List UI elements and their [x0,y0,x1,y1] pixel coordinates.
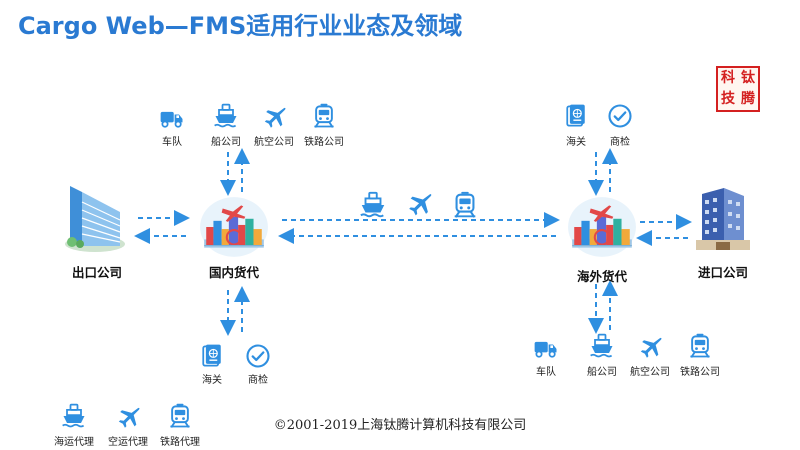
truck-icon [532,334,560,362]
check-icon [244,342,272,370]
ship-icon [588,332,616,360]
train-icon [450,190,480,220]
truck-icon [158,104,186,132]
plane-icon [636,334,664,362]
train-icon [686,332,714,360]
agent-label: 空运代理 [108,437,148,448]
seal-char: 科 [721,70,735,86]
service-label: 商检 [248,375,268,386]
service-label: 船公司 [211,137,241,148]
service-label: 商检 [610,137,630,148]
service-label: 铁路公司 [304,137,344,148]
service-label: 海关 [202,375,222,386]
service-label: 铁路公司 [680,367,720,378]
seal-char: 腾 [741,91,755,107]
passport-icon [562,102,590,130]
copyright-footer: ©2001-2019上海钛腾计算机科技有限公司 [273,418,527,433]
train-icon [310,102,338,130]
ship-icon [212,102,240,130]
importer-building-icon [696,188,750,250]
company-seal-logo: 钛 科 腾 技 [716,66,760,112]
ship-icon [358,190,388,220]
service-label: 航空公司 [630,367,670,378]
agent-label: 海运代理 [54,437,94,448]
passport-icon [198,342,226,370]
page-title: Cargo Web—FMS适用行业业态及领域 [18,12,463,40]
service-label: 车队 [162,137,182,148]
check-icon [606,102,634,130]
domestic-forwarder-label: 国内货代 [208,265,259,280]
plane-icon [404,190,434,220]
overseas-forwarder-hub-icon [566,196,638,258]
service-label: 航空公司 [254,137,294,148]
service-label: 车队 [536,367,556,378]
seal-char: 钛 [741,70,755,86]
overseas-forwarder-label: 海外货代 [576,269,627,284]
exporter-building-icon [65,186,125,252]
exporter-label: 出口公司 [71,265,122,280]
importer-label: 进口公司 [697,265,748,280]
service-label: 船公司 [587,367,617,378]
service-label: 海关 [566,137,586,148]
agent-label: 铁路代理 [160,437,200,448]
plane-icon [260,104,288,132]
seal-char: 技 [721,91,735,107]
domestic-forwarder-hub-icon [198,196,270,258]
